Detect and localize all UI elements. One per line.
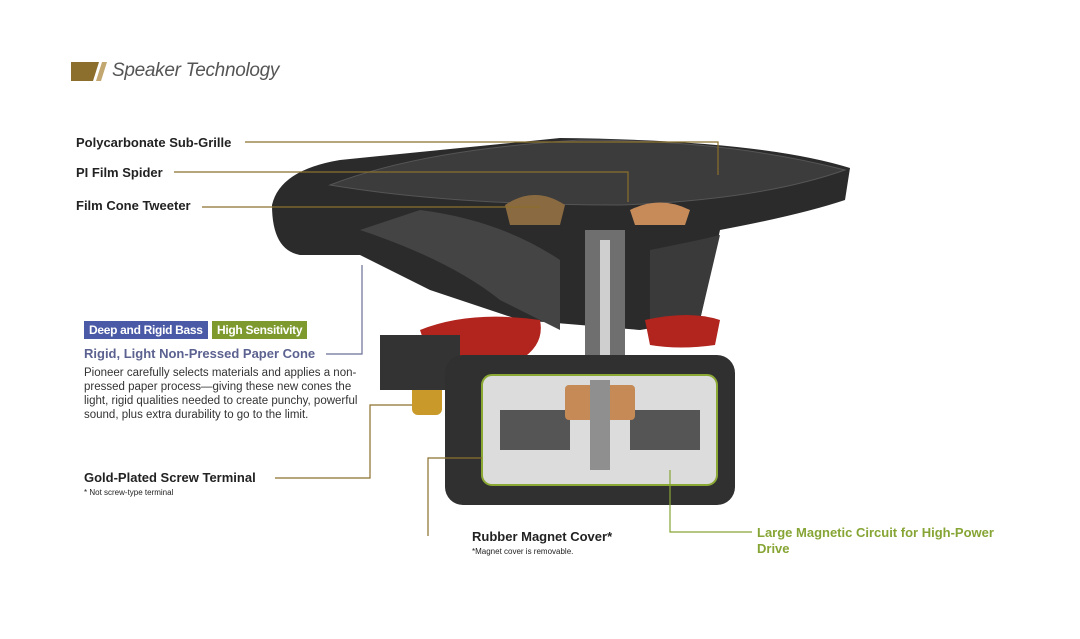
terminal-note: * Not screw-type terminal: [84, 488, 174, 497]
title-accent-icon: [71, 62, 107, 81]
badge-deep-rigid-bass: Deep and Rigid Bass: [84, 321, 208, 339]
label-spider: PI Film Spider: [76, 165, 163, 180]
paper-cone-description: Pioneer carefully selects materials and …: [84, 367, 358, 421]
label-terminal: Gold-Plated Screw Terminal: [84, 470, 256, 485]
badge-high-sensitivity: High Sensitivity: [212, 321, 308, 339]
magnet-cover-note: *Magnet cover is removable.: [472, 547, 574, 556]
label-tweeter: Film Cone Tweeter: [76, 198, 191, 213]
page-title: Speaker Technology: [112, 60, 280, 81]
paper-cone-right: [650, 235, 720, 320]
paper-cone: [360, 210, 560, 330]
surround-right: [645, 315, 720, 348]
label-magnet-cover: Rubber Magnet Cover*: [472, 529, 613, 544]
tweeter: [505, 195, 565, 225]
label-sub-grille: Polycarbonate Sub-Grille: [76, 135, 232, 150]
label-paper-cone: Rigid, Light Non-Pressed Paper Cone: [84, 346, 316, 361]
terminal: [412, 385, 442, 415]
label-magnetic-circuit: Large Magnetic Circuit for High-Power Dr…: [757, 525, 994, 556]
